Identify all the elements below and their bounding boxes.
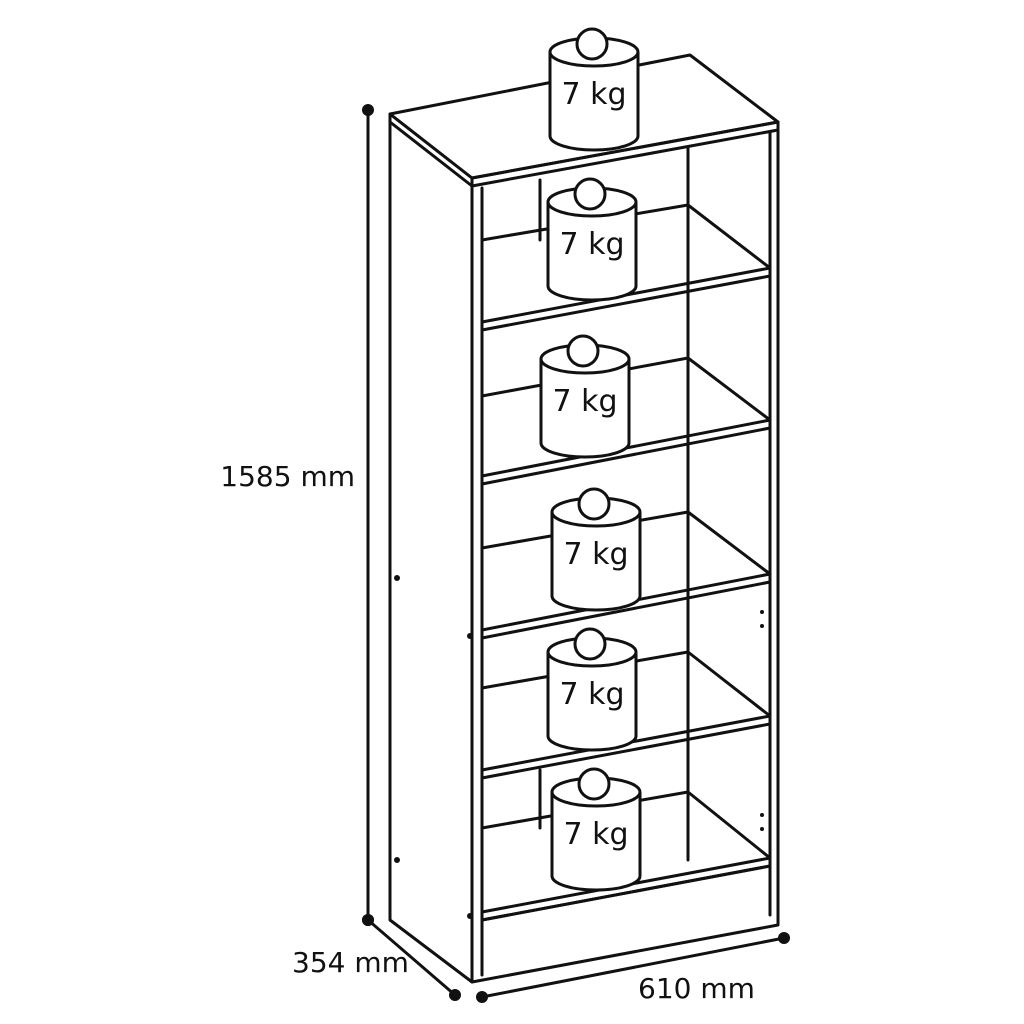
height-dimension: 1585 mm bbox=[220, 104, 374, 926]
weight-jar: 7 kg bbox=[546, 627, 638, 752]
weight-label: 7 kg bbox=[559, 227, 624, 262]
weight-label: 7 kg bbox=[563, 537, 628, 572]
front-frame bbox=[470, 120, 780, 984]
hole-dot bbox=[394, 575, 400, 581]
hole-dot bbox=[467, 913, 473, 919]
depth-label: 354 mm bbox=[292, 946, 409, 979]
weight-label: 7 kg bbox=[561, 77, 626, 112]
width-label: 610 mm bbox=[638, 972, 755, 1005]
weights-group: 7 kg 7 kg 7 kg 7 kg 7 kg 7 kg bbox=[539, 27, 642, 892]
height-label: 1585 mm bbox=[220, 460, 355, 493]
hole-dot bbox=[467, 633, 473, 639]
hole-dot bbox=[760, 624, 764, 628]
weight-jar: 7 kg bbox=[548, 27, 640, 152]
side-panel bbox=[388, 112, 474, 984]
weight-jar: 7 kg bbox=[550, 487, 642, 612]
hole-dot bbox=[394, 857, 400, 863]
weight-label: 7 kg bbox=[559, 677, 624, 712]
hole-dot bbox=[760, 813, 764, 817]
hole-dot bbox=[760, 610, 764, 614]
weight-jar: 7 kg bbox=[539, 334, 631, 459]
hole-dot bbox=[760, 827, 764, 831]
weight-jar: 7 kg bbox=[546, 177, 638, 302]
weight-label: 7 kg bbox=[552, 384, 617, 419]
depth-dimension: 354 mm bbox=[292, 914, 461, 1001]
weight-jar: 7 kg bbox=[550, 767, 642, 892]
width-dimension: 610 mm bbox=[476, 932, 790, 1005]
weight-label: 7 kg bbox=[563, 817, 628, 852]
